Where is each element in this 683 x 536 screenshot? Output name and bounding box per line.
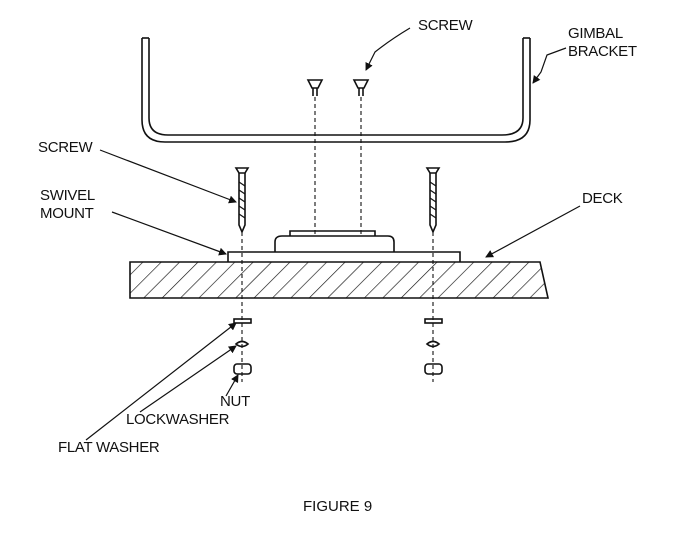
side-screw-left bbox=[234, 167, 250, 382]
side-screw-right bbox=[425, 167, 441, 382]
top-screw-left bbox=[306, 79, 324, 235]
figure-caption: FIGURE 9 bbox=[303, 498, 372, 515]
gimbal-label-line2: BRACKET bbox=[568, 43, 637, 60]
swivel-label-line2: MOUNT bbox=[40, 205, 94, 222]
deck bbox=[129, 261, 549, 299]
deck-label: DECK bbox=[582, 190, 623, 207]
swivel-mount bbox=[227, 230, 461, 262]
screw-top-label: SCREW bbox=[418, 17, 473, 34]
hardware-left bbox=[233, 318, 252, 375]
screw-left-label: SCREW bbox=[38, 139, 93, 156]
gimbal-label-line1: GIMBAL bbox=[568, 25, 623, 42]
leader-lines bbox=[85, 27, 581, 441]
nut-label: NUT bbox=[220, 393, 250, 410]
top-screw-right bbox=[352, 79, 370, 235]
hardware-right bbox=[424, 318, 443, 375]
gimbal-bracket bbox=[141, 37, 531, 143]
flat-washer-label: FLAT WASHER bbox=[58, 439, 160, 456]
swivel-label-line1: SWIVEL bbox=[40, 187, 95, 204]
lockwasher-label: LOCKWASHER bbox=[126, 411, 230, 428]
